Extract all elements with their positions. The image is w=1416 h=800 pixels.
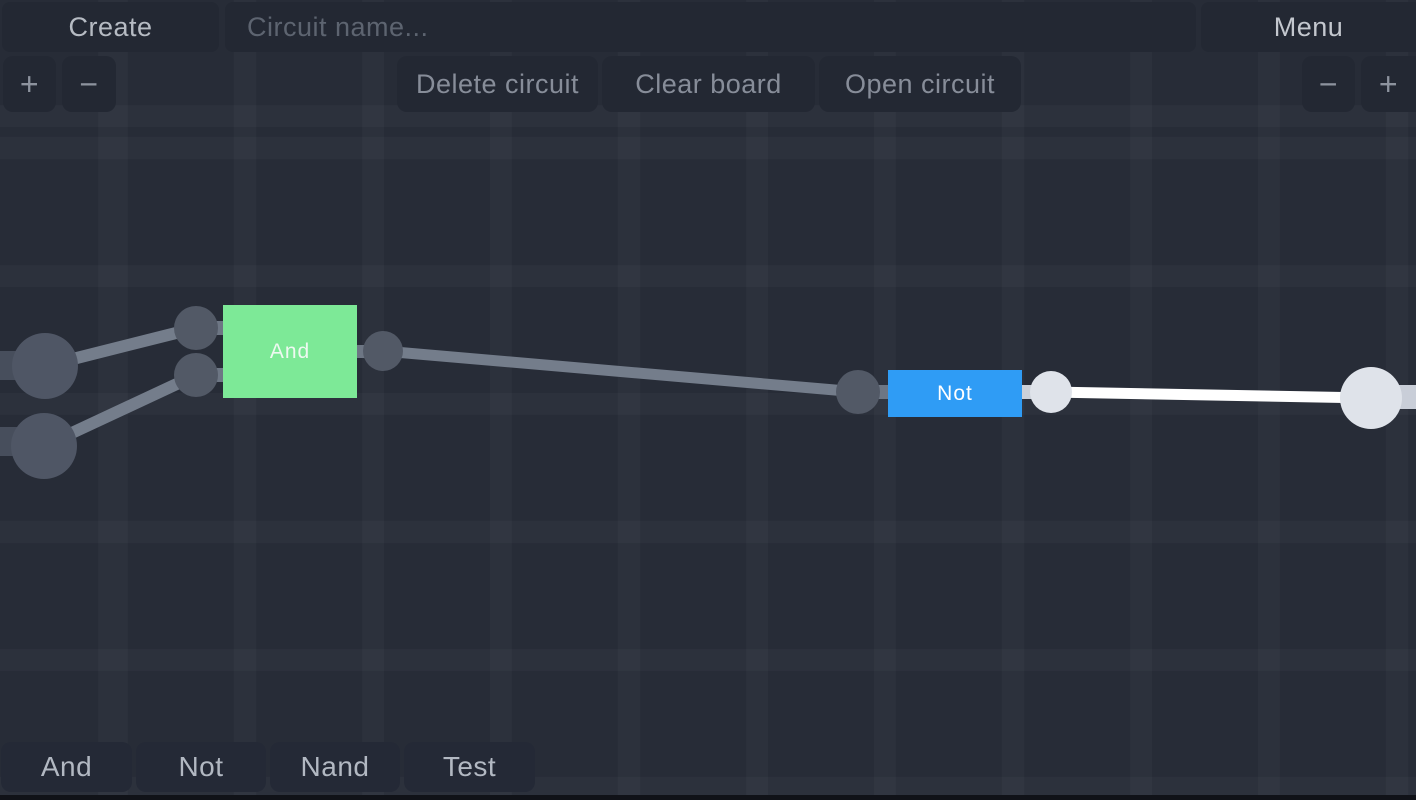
gate-and[interactable]: And [223,305,357,398]
palette-item-and[interactable]: And [1,742,132,792]
gate-not[interactable]: Not [888,370,1022,417]
clear-board-button[interactable]: Clear board [602,56,815,112]
menu-button[interactable]: Menu [1201,2,1416,52]
node-not-input[interactable] [836,370,880,414]
palette-item-nand[interactable]: Nand [270,742,400,792]
open-circuit-button[interactable]: Open circuit [819,56,1021,112]
node-not-output[interactable] [1030,371,1072,413]
circuit-name-input[interactable] [225,2,1196,52]
zoom-in-button-right[interactable]: + [1361,56,1416,112]
node-input-switch-2[interactable] [11,413,77,479]
palette-item-test[interactable]: Test [404,742,535,792]
delete-circuit-button[interactable]: Delete circuit [397,56,598,112]
palette-item-not[interactable]: Not [136,742,266,792]
gate-and-label: And [269,339,311,363]
node-output-node[interactable] [1340,367,1402,429]
gate-not-label: Not [937,381,973,405]
wire-not-out-to-output[interactable] [1050,386,1372,404]
node-input-switch-1[interactable] [12,333,78,399]
node-and-input-2[interactable] [174,353,218,397]
node-and-input-1[interactable] [174,306,218,350]
create-circuit-button[interactable]: Create [2,2,219,52]
wire-and-out-to-not-in[interactable] [382,345,859,398]
zoom-out-button-right[interactable]: − [1302,56,1355,112]
zoom-in-button-left[interactable]: + [3,56,56,112]
node-and-output[interactable] [363,331,403,371]
bottom-edge-strip [0,795,1416,800]
zoom-out-button-left[interactable]: − [62,56,116,112]
